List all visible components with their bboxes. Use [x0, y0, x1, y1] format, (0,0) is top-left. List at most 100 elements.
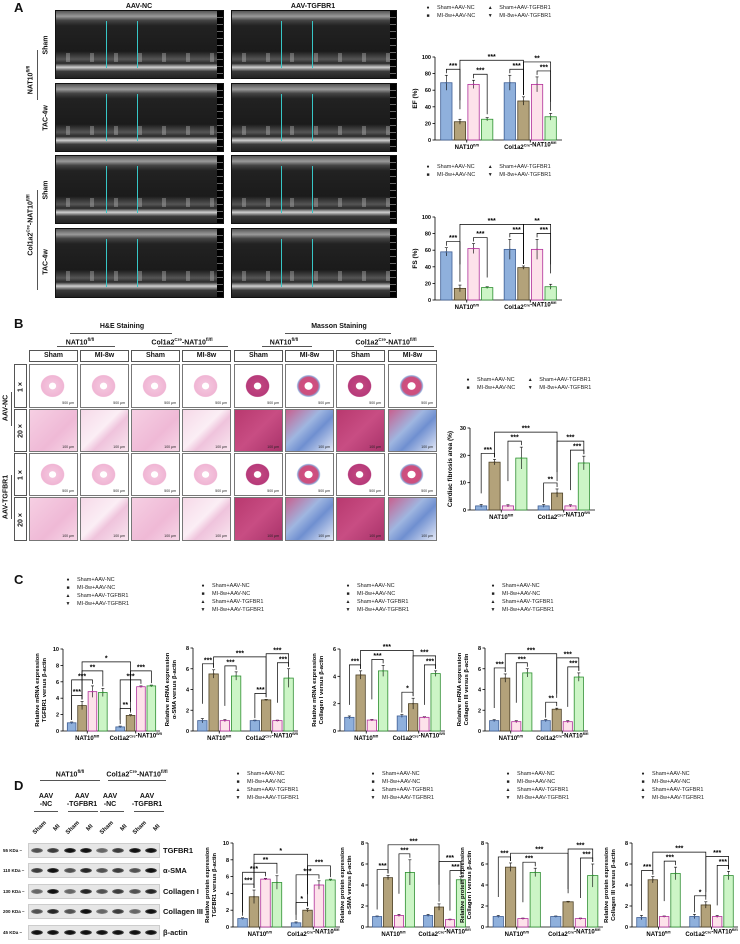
legend-marker-icon: ▼	[370, 795, 376, 801]
superscript: fl/fl	[584, 511, 590, 515]
scale-bar-label: 500 μm	[215, 489, 227, 493]
legend-label: Sham+AAV-NC	[212, 583, 250, 589]
legend-item: ●Sham+AAV-NC	[505, 770, 569, 778]
scale-bar-label: 100 μm	[113, 534, 125, 538]
legend-item: ● Sham+AAV-NC	[640, 770, 704, 778]
blot-band	[47, 848, 60, 853]
category-text: -NAT10	[444, 930, 465, 936]
superscript: fl/fl	[334, 928, 340, 932]
column-header-mi: MI-8w	[80, 350, 129, 362]
legend-item: ●Sham+AAV-NC	[490, 582, 554, 590]
scale-bar-label: 100 μm	[267, 445, 279, 449]
significance-label: ***	[496, 661, 504, 668]
blot-band	[96, 930, 109, 935]
y-tick-label: 4	[361, 883, 365, 889]
stain-header-masson: Masson Staining	[311, 323, 367, 330]
legend-item: ●Sham+AAV-NC	[370, 770, 434, 778]
significance-label: ***	[449, 63, 457, 70]
legend-label: Sham+AAV-NC	[652, 771, 690, 777]
y-tick-label: 40	[425, 265, 431, 271]
superscript: fl/fl	[523, 931, 529, 935]
legend-marker-icon: ▼	[527, 385, 533, 391]
genotype-text: -NAT10	[181, 339, 206, 347]
scale-bar-label: 500 μm	[267, 489, 279, 493]
bar	[573, 676, 584, 732]
legend-label: Sham+AAV-TGFBR1	[517, 787, 569, 793]
significance-label: **	[123, 702, 129, 709]
bar	[505, 866, 517, 928]
protein-label: β-actin	[163, 928, 188, 937]
y-tick-label: 10	[53, 647, 59, 653]
data-point	[359, 674, 362, 676]
significance-bracket	[543, 482, 558, 503]
legend-item: ▲Sham+AAV-TGFBR1	[490, 598, 554, 606]
y-tick-label: 40	[425, 105, 431, 111]
echo-image-col1a2-sham-nc	[55, 155, 224, 224]
y-tick-label: 8	[186, 646, 189, 652]
x-tick-label: NAT10fl/fl	[248, 931, 272, 939]
blot-band	[144, 930, 157, 935]
header-underline	[262, 346, 312, 347]
legend-marker-icon: ▲	[235, 787, 241, 793]
significance-label: ***	[420, 649, 428, 656]
x-tick-label: Col1a2Cre-NAT10fl/fl	[418, 928, 470, 938]
bar	[453, 121, 467, 141]
bar	[503, 82, 516, 141]
legend-item: ■MI-8w+AAV-NC	[640, 778, 704, 786]
bar	[396, 715, 407, 732]
blot-row	[28, 843, 160, 858]
superscript: fl/fl	[266, 931, 272, 935]
legend-marker-icon: ■	[201, 591, 205, 597]
legend-label: Sham+AAV-NC	[517, 771, 555, 777]
y-tick-label: 4	[481, 883, 485, 889]
data-point	[398, 914, 400, 917]
data-point	[651, 878, 654, 881]
bar	[98, 692, 108, 732]
data-point	[459, 120, 461, 123]
data-point	[507, 505, 509, 507]
molecular-weight-label: 110 KDa –	[3, 868, 25, 873]
legend-item: ▲Sham+AAV-TGFBR1	[487, 163, 551, 171]
data-point	[427, 914, 430, 917]
y-axis-label: TGFBR1 versus β-actin	[42, 657, 48, 722]
treatment-label: AAV-NC	[39, 793, 53, 809]
x-tick-label: NAT10fl/fl	[489, 514, 513, 522]
legend-marker-icon: ▼	[345, 607, 351, 613]
header-underline	[364, 346, 434, 347]
legend-label: Sham+AAV-TGFBR1	[247, 787, 299, 793]
significance-bracket	[494, 431, 558, 473]
genotype-header: Col1a2Cre-NAT10fl/fl	[355, 337, 416, 346]
y-axis-label: FS (%)	[412, 248, 419, 268]
panel-d-label: D	[14, 778, 24, 793]
genotype-sup: fl/fl	[291, 337, 299, 342]
treatment-label: AAV-TGFBR1	[67, 793, 97, 809]
legend-label: MI-8w+AAV-TGFBR1	[502, 607, 555, 613]
data-point	[318, 884, 320, 886]
legend-marker-icon: ▲	[487, 5, 493, 11]
masson-section-image: 100 μm	[336, 409, 385, 452]
x-tick-label: Col1a2Cre-NAT10fl/fl	[504, 301, 556, 311]
legend-label: Sham+AAV-TGFBR1	[499, 5, 551, 11]
significance-label: ***	[315, 859, 323, 866]
bar	[562, 901, 574, 928]
legend-item: ■MI-8w+AAV-NC	[370, 778, 434, 786]
data-point	[554, 915, 557, 918]
legend-label: MI-8w+AAV-TGFBR1	[247, 795, 300, 801]
significance-label: ***	[137, 664, 145, 671]
significance-label: ***	[540, 227, 548, 234]
bar	[481, 118, 494, 141]
y-tick-label: 4	[186, 688, 190, 694]
genotype-text: Col1a2	[151, 339, 175, 347]
bar	[423, 915, 434, 928]
legend-marker-icon: ●	[641, 771, 645, 777]
legend-item: ■MI-8w+AAV-NC	[235, 778, 299, 786]
chart-legend: ●Sham+AAV-NC■MI-8w+AAV-NC▲Sham+AAV-TGFBR…	[505, 770, 570, 802]
significance-label: *	[699, 889, 702, 896]
data-point	[348, 716, 351, 719]
significance-bracket	[522, 861, 536, 903]
legend-item: ■MI-8w+AAV-NC	[425, 12, 475, 20]
significance-label: ***	[500, 850, 508, 857]
y-tick-label: 2	[56, 713, 59, 719]
